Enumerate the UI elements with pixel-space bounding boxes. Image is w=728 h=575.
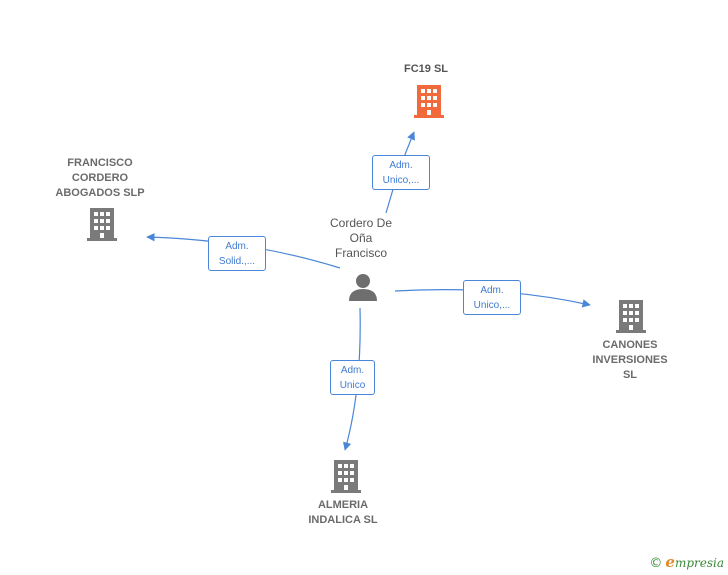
brand-logo: ©empresia	[649, 553, 724, 571]
edge-label-francisco[interactable]: Adm. Solid.,...	[208, 236, 266, 271]
node-label-canones[interactable]: CANONES INVERSIONES SL	[592, 339, 668, 381]
node-label-francisco[interactable]: FRANCISCO CORDERO ABOGADOS SLP	[55, 157, 145, 199]
copyright-icon: ©	[649, 556, 663, 571]
node-label-fc19[interactable]: FC19 SL	[403, 63, 448, 75]
building-icon-fc19[interactable]	[413, 83, 445, 119]
edge-label-canones[interactable]: Adm. Unico,...	[463, 280, 521, 315]
building-icon-francisco[interactable]	[86, 206, 118, 242]
building-icon-almeria[interactable]	[330, 458, 362, 494]
building-icon-canones[interactable]	[615, 298, 647, 334]
node-label-almeria[interactable]: ALMERIA INDALICA SL	[308, 499, 378, 526]
edge-label-almeria[interactable]: Adm. Unico	[330, 360, 375, 395]
node-label-person[interactable]: Cordero De Oña Francisco	[329, 216, 393, 260]
edge-label-fc19[interactable]: Adm. Unico,...	[372, 155, 430, 190]
person-icon[interactable]	[347, 271, 379, 303]
